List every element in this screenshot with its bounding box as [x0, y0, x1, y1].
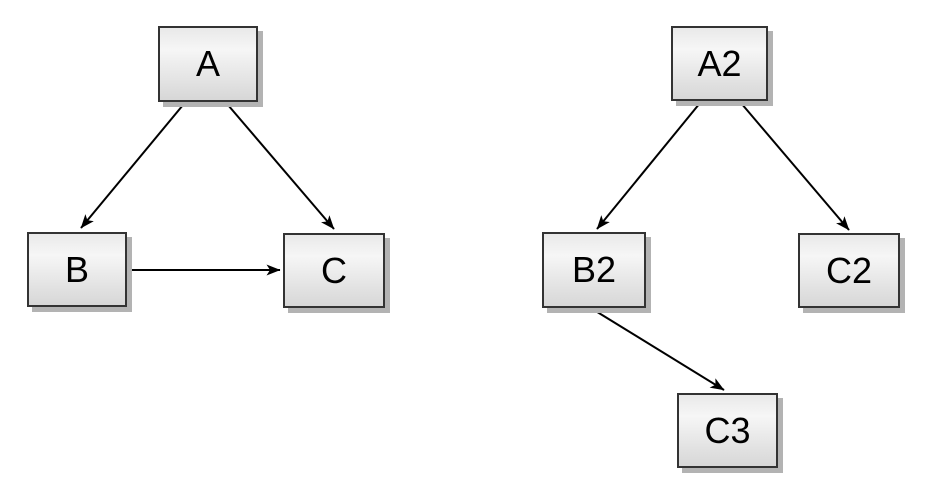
node-c[interactable]: C	[283, 233, 385, 308]
node-c-label: C	[321, 249, 347, 291]
node-c2[interactable]: C2	[798, 233, 900, 308]
node-c3[interactable]: C3	[677, 393, 778, 468]
node-b-label: B	[64, 248, 89, 290]
node-c2-label: C2	[825, 249, 873, 291]
node-b2[interactable]: B2	[542, 232, 646, 308]
node-c3-label: C3	[704, 409, 751, 451]
edge-a-to-b	[80, 104, 184, 229]
node-a2-label: A2	[697, 42, 742, 84]
edge-a-to-c	[227, 104, 335, 230]
node-b[interactable]: B	[27, 232, 127, 307]
node-b2-label: B2	[571, 249, 617, 290]
node-a[interactable]: A	[158, 26, 258, 102]
edge-a2-to-c2	[740, 102, 850, 231]
node-a-label: A	[195, 43, 220, 84]
node-a2[interactable]: A2	[671, 26, 768, 101]
edge-a2-to-b2	[596, 102, 701, 230]
edge-b2-to-c3	[593, 309, 725, 391]
